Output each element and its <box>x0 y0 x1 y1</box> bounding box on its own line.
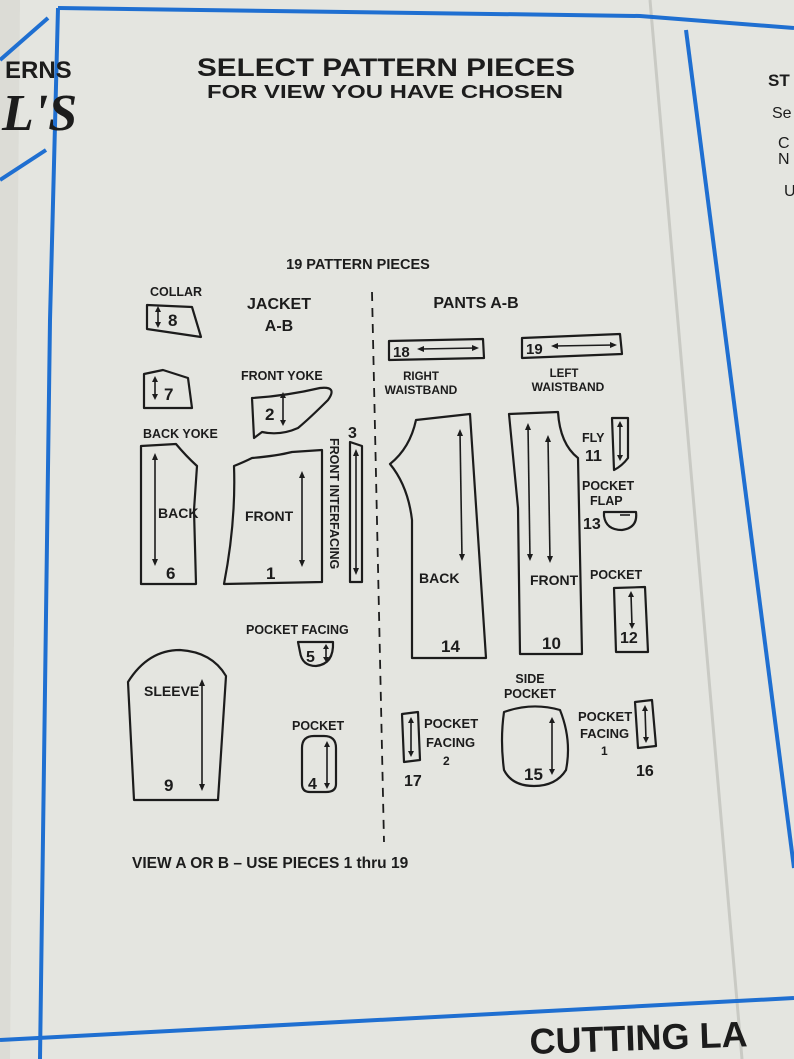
side-pocket-label-1: SIDE <box>515 672 544 686</box>
right-fragment-1: ST <box>768 71 790 90</box>
pocket-facing-1-label-1: POCKET <box>578 709 632 724</box>
pants-back-label: BACK <box>419 570 459 586</box>
back-number: 6 <box>166 564 175 583</box>
sleeve-label: SLEEVE <box>144 683 199 699</box>
front-interfacing-number: 3 <box>348 425 357 442</box>
pocket-facing-1-number: 16 <box>636 763 654 780</box>
pants-back-number: 14 <box>441 637 460 656</box>
pocket-facing-number: 5 <box>306 649 315 666</box>
pants-heading: PANTS A-B <box>433 295 518 312</box>
pocket-flap-number: 13 <box>583 516 601 533</box>
fly-number: 11 <box>585 448 602 465</box>
back-yoke-number: 7 <box>164 385 173 404</box>
pocket-facing-label: POCKET FACING <box>246 623 349 637</box>
pocket-facing-2-label-1: POCKET <box>424 716 478 731</box>
front-interfacing-label: FRONT INTERFACING <box>327 438 341 569</box>
cutting-layout-heading: CUTTING LA <box>529 1013 748 1059</box>
pocket-facing-2-number: 17 <box>404 773 422 790</box>
pants-front-label: FRONT <box>530 572 579 588</box>
fly-label: FLY <box>582 431 605 445</box>
side-pocket-number: 15 <box>524 765 543 784</box>
front-number: 1 <box>266 564 275 583</box>
side-pocket-label-2: POCKET <box>504 687 556 701</box>
right-fragment-2: Se <box>772 105 792 122</box>
sleeve-number: 9 <box>164 776 173 795</box>
left-fragment-2: L'S <box>1 85 77 142</box>
right-fragment-4: N <box>778 151 790 168</box>
jacket-heading: JACKET <box>247 296 311 313</box>
jacket-views: A-B <box>265 318 293 335</box>
pocket-facing-1-label-3: 1 <box>601 744 608 758</box>
paper <box>10 0 794 1059</box>
pocket-facing-2-label-2: FACING <box>426 735 475 750</box>
pants-pocket-label: POCKET <box>590 568 642 582</box>
right-waistband-number: 18 <box>393 344 410 361</box>
left-waistband-label-2: WAISTBAND <box>532 380 605 394</box>
page-title: SELECT PATTERN PIECES <box>197 54 575 82</box>
left-waistband-label-1: LEFT <box>550 368 579 380</box>
back-yoke-label: BACK YOKE <box>143 427 218 441</box>
left-fragment-1: ERNS <box>5 57 72 84</box>
pattern-count-label: 19 PATTERN PIECES <box>286 257 430 273</box>
page-subtitle: FOR VIEW YOU HAVE CHOSEN <box>207 82 563 102</box>
collar-number: 8 <box>168 311 177 330</box>
pants-pocket-number: 12 <box>620 630 638 647</box>
view-instructions: VIEW A OR B – USE PIECES 1 thru 19 <box>132 855 409 872</box>
left-waistband-number: 19 <box>526 341 543 358</box>
pocket-flap-label-1: POCKET <box>582 479 634 493</box>
front-label: FRONT <box>245 508 294 524</box>
pocket-flap-label-2: FLAP <box>590 494 623 508</box>
right-fragment-3: C <box>778 135 790 152</box>
collar-label: COLLAR <box>150 285 202 299</box>
pocket-facing-2-label-3: 2 <box>443 754 450 768</box>
right-waistband-label-2: WAISTBAND <box>385 383 458 397</box>
pants-front-number: 10 <box>542 634 561 653</box>
front-yoke-number: 2 <box>265 405 274 424</box>
back-label: BACK <box>158 505 198 521</box>
front-yoke-label: FRONT YOKE <box>241 369 323 383</box>
right-waistband-label-1: RIGHT <box>403 371 439 383</box>
jacket-pocket-number: 4 <box>308 776 317 793</box>
right-fragment-5: U <box>784 183 794 200</box>
pocket-facing-1-label-2: FACING <box>580 726 629 741</box>
jacket-pocket-label: POCKET <box>292 719 344 733</box>
